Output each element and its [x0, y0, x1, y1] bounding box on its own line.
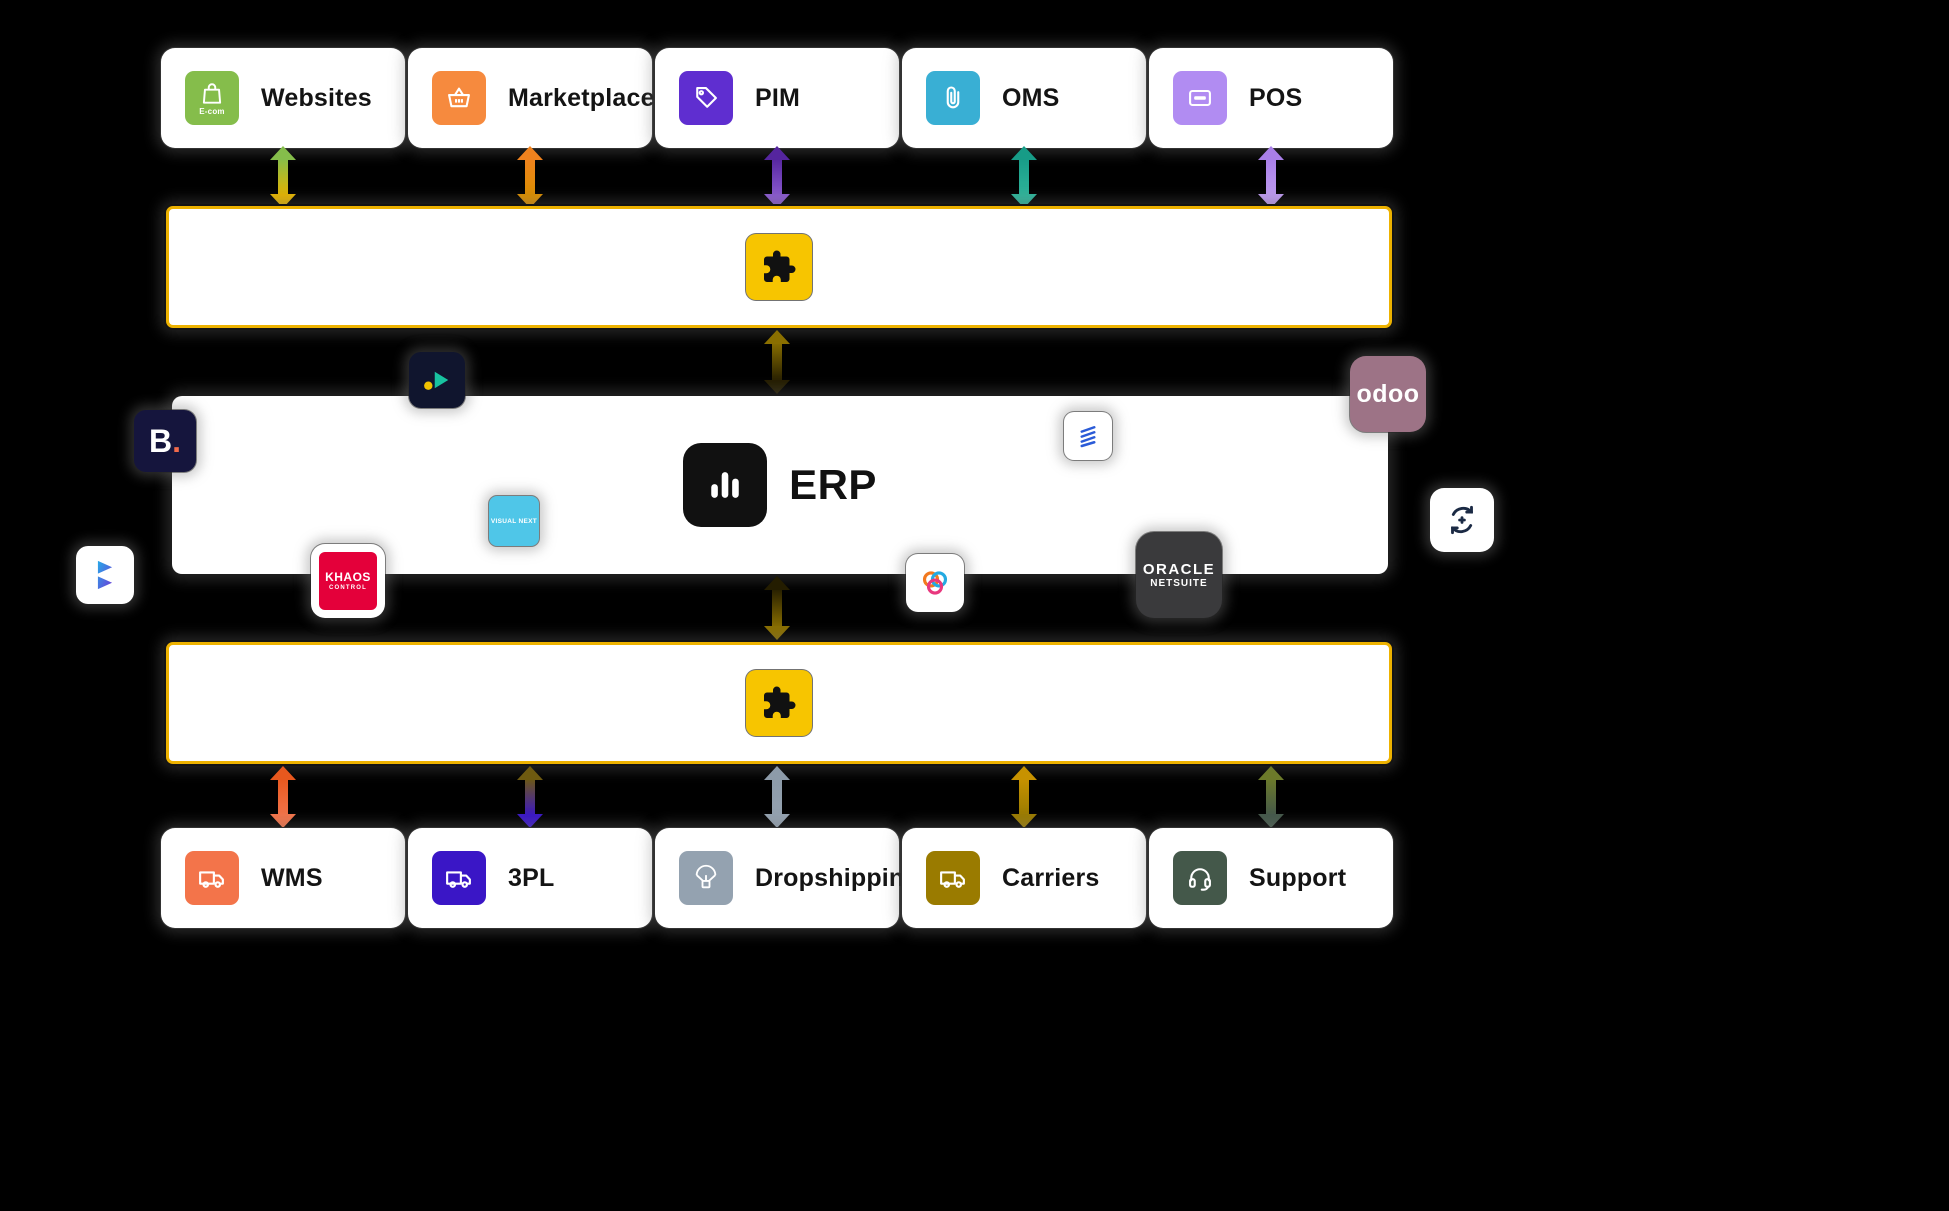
dot-arrow-icon	[424, 371, 449, 390]
visual-next-logo-text: VISUAL NEXT	[490, 517, 538, 525]
arrow-erp-hub	[764, 576, 790, 640]
card-label-oms: OMS	[1002, 83, 1060, 112]
delivery-truck-icon	[185, 851, 239, 905]
odoo-logo-text: odoo	[1356, 379, 1420, 408]
three-rings-icon	[922, 571, 948, 595]
arrow-hub-support	[1258, 766, 1284, 828]
card-label-websites: Websites	[261, 83, 372, 112]
headset-icon	[1173, 851, 1227, 905]
ecom-caption: E-com	[199, 106, 225, 116]
card-label-support: Support	[1249, 863, 1347, 892]
puzzle-icon	[746, 234, 812, 300]
erp-center: ERP	[683, 443, 877, 527]
ecommerce-bag-icon: E-com	[185, 71, 239, 125]
price-tag-icon	[679, 71, 733, 125]
card-label-marketplaces: Marketplaces	[508, 83, 669, 112]
arrow-hub-3pl	[517, 766, 543, 828]
card-pos: POS	[1149, 48, 1393, 148]
erp-label: ERP	[789, 461, 877, 508]
blue-stripes-logo	[1064, 412, 1112, 460]
card-websites: E-com Websites	[161, 48, 405, 148]
arrow-hub-wms	[270, 766, 296, 828]
sync-logo	[1430, 488, 1494, 552]
card-marketplaces: Marketplaces	[408, 48, 669, 148]
card-support: Support	[1149, 828, 1393, 928]
bigcommerce-logo: B.	[134, 410, 196, 472]
card-dropshipping: Dropshipping	[655, 828, 920, 928]
arrow-websites-hub	[270, 146, 296, 208]
card-label-3pl: 3PL	[508, 863, 555, 892]
bigcommerce-logo-text: B.	[149, 423, 181, 459]
arrow-hub-dropshipping	[764, 766, 790, 828]
arrow-oms-hub	[1011, 146, 1037, 208]
interlocked-rings-logo	[906, 554, 964, 612]
khaos-control-badge: KHAOS CONTROL	[319, 552, 377, 610]
card-label-pos: POS	[1249, 83, 1303, 112]
odoo-logo: odoo	[1350, 356, 1426, 432]
card-label-pim: PIM	[755, 83, 801, 112]
delivery-truck-icon	[926, 851, 980, 905]
delivery-truck-icon	[432, 851, 486, 905]
paperclip-icon	[926, 71, 980, 125]
arrow-marketplaces-hub	[517, 146, 543, 208]
linnworks-logo	[409, 352, 465, 408]
circular-arrows-icon	[1451, 505, 1473, 535]
card-terminal-icon	[1173, 71, 1227, 125]
arrow-pos-hub	[1258, 146, 1284, 208]
arrow-hub-carriers	[1011, 766, 1037, 828]
integration-hub-bottom	[166, 642, 1392, 764]
card-carriers: Carriers	[902, 828, 1146, 928]
card-label-wms: WMS	[261, 863, 323, 892]
card-3pl: 3PL	[408, 828, 652, 928]
integration-hub-top	[166, 206, 1392, 328]
stacked-stripes-icon	[1080, 426, 1096, 448]
dynamics-logo	[76, 546, 134, 604]
card-label-dropshipping: Dropshipping	[755, 863, 920, 892]
oracle-netsuite-logo: ORACLE NETSUITE	[1136, 532, 1222, 618]
card-pim: PIM	[655, 48, 899, 148]
erp-bar-chart-icon	[683, 443, 768, 527]
dynamics-sail-icon	[97, 560, 113, 590]
puzzle-icon	[746, 670, 812, 736]
shopping-basket-icon	[432, 71, 486, 125]
arrow-pim-hub	[764, 146, 790, 208]
parachute-box-icon	[679, 851, 733, 905]
khaos-control-logo: KHAOS CONTROL	[311, 544, 385, 618]
card-label-carriers: Carriers	[1002, 863, 1100, 892]
visual-next-logo: VISUAL NEXT	[489, 496, 539, 546]
card-wms: WMS	[161, 828, 405, 928]
arrow-hub-erp	[764, 330, 790, 394]
card-oms: OMS	[902, 48, 1146, 148]
